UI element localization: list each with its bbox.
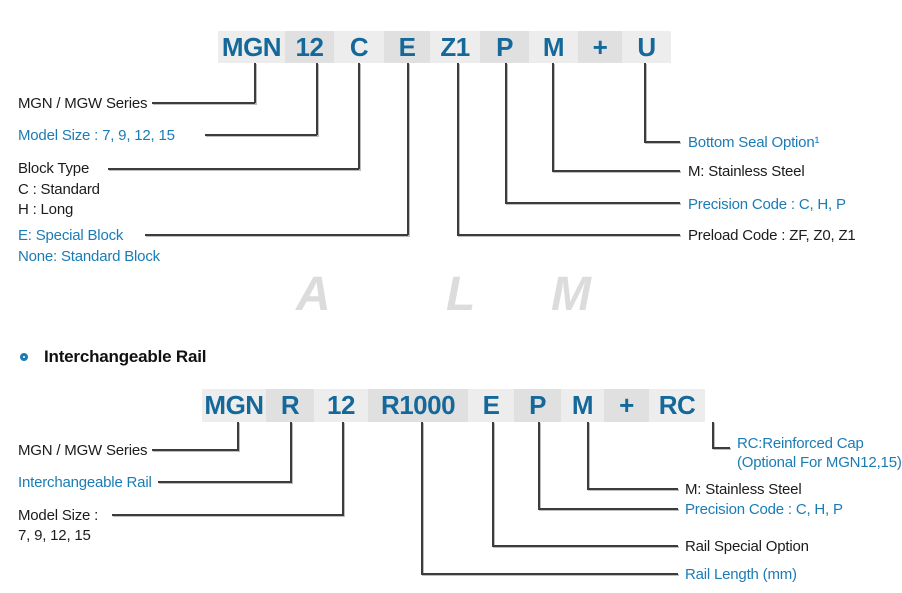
- connector-line: [342, 422, 344, 516]
- label-precision: Precision Code : C, H, P: [688, 196, 846, 213]
- connector-line: [254, 63, 256, 104]
- code-size: 12: [314, 389, 368, 422]
- label-rc-cap-line1: RC:Reinforced Cap: [737, 435, 864, 452]
- code-series: MGN: [218, 31, 285, 63]
- connector-line: [158, 481, 292, 483]
- bottom-part-number-row: MGN R 12 R1000 E P M + RC: [202, 389, 705, 422]
- connector-line: [152, 449, 239, 451]
- code-stainless: M: [561, 389, 604, 422]
- watermark-letter: L: [446, 268, 476, 321]
- code-block-type: C: [334, 31, 384, 63]
- label-special-block: E: Special Block: [18, 227, 124, 244]
- watermark-letter: M: [551, 268, 591, 321]
- watermark-letter: A: [296, 268, 331, 321]
- label-standard-block: None: Standard Block: [18, 248, 160, 265]
- code-size: 12: [285, 31, 334, 63]
- code-rail-length: R1000: [368, 389, 468, 422]
- connector-line: [492, 422, 494, 547]
- connector-line: [237, 422, 239, 451]
- bullet-ring-icon: [20, 353, 28, 361]
- connector-line: [644, 141, 680, 143]
- top-part-number-row: MGN 12 C E Z1 P M + U: [218, 31, 671, 63]
- connector-line: [421, 422, 423, 575]
- connector-line: [587, 488, 678, 490]
- label-rail-length: Rail Length (mm): [685, 566, 797, 583]
- code-rail-special: E: [468, 389, 514, 422]
- code-special-block: E: [384, 31, 430, 63]
- connector-line: [407, 63, 409, 236]
- connector-line: [712, 422, 714, 449]
- label-precision: Precision Code : C, H, P: [685, 501, 843, 518]
- connector-line: [538, 508, 678, 510]
- connector-line: [145, 234, 408, 236]
- code-series: MGN: [202, 389, 266, 422]
- connector-line: [712, 447, 730, 449]
- plus-separator: +: [604, 389, 649, 422]
- connector-line: [358, 63, 360, 170]
- label-stainless: M: Stainless Steel: [685, 481, 802, 498]
- code-stainless: M: [529, 31, 578, 63]
- section-title: Interchangeable Rail: [44, 347, 207, 366]
- connector-line: [587, 422, 589, 490]
- connector-line: [421, 573, 678, 575]
- section-header: Interchangeable Rail: [20, 347, 206, 367]
- label-rail-special: Rail Special Option: [685, 538, 809, 555]
- code-preload: Z1: [430, 31, 480, 63]
- label-series: MGN / MGW Series: [18, 442, 148, 459]
- connector-line: [457, 234, 680, 236]
- plus-separator: +: [578, 31, 622, 63]
- connector-line: [457, 63, 459, 236]
- label-model-size-line1: Model Size :: [18, 507, 99, 524]
- connector-line: [644, 63, 646, 143]
- connector-line: [505, 202, 680, 204]
- label-block-type-h: H : Long: [18, 201, 74, 218]
- connector-line: [316, 63, 318, 136]
- code-bottom-seal: U: [622, 31, 671, 63]
- connector-line: [552, 170, 680, 172]
- label-stainless: M: Stainless Steel: [688, 163, 805, 180]
- label-preload: Preload Code : ZF, Z0, Z1: [688, 227, 856, 244]
- connector-line: [112, 514, 344, 516]
- label-rc-cap-line2: (Optional For MGN12,15): [737, 454, 902, 471]
- label-model-size: Model Size : 7, 9, 12, 15: [18, 127, 175, 144]
- connector-line: [552, 63, 554, 172]
- connector-line: [108, 168, 359, 170]
- label-block-type: Block Type: [18, 160, 90, 177]
- label-bottom-seal: Bottom Seal Option¹: [688, 134, 820, 151]
- code-interch-rail: R: [266, 389, 314, 422]
- code-precision: P: [480, 31, 529, 63]
- label-model-size-line2: 7, 9, 12, 15: [18, 527, 91, 544]
- connector-line: [492, 545, 678, 547]
- label-series: MGN / MGW Series: [18, 95, 148, 112]
- label-interchangeable: Interchangeable Rail: [18, 474, 152, 491]
- connector-line: [290, 422, 292, 483]
- connector-line: [205, 134, 317, 136]
- connector-line: [505, 63, 507, 204]
- label-block-type-c: C : Standard: [18, 181, 100, 198]
- code-precision: P: [514, 389, 561, 422]
- code-reinforced-cap: RC: [649, 389, 705, 422]
- connector-line: [152, 102, 255, 104]
- connector-line: [538, 422, 540, 510]
